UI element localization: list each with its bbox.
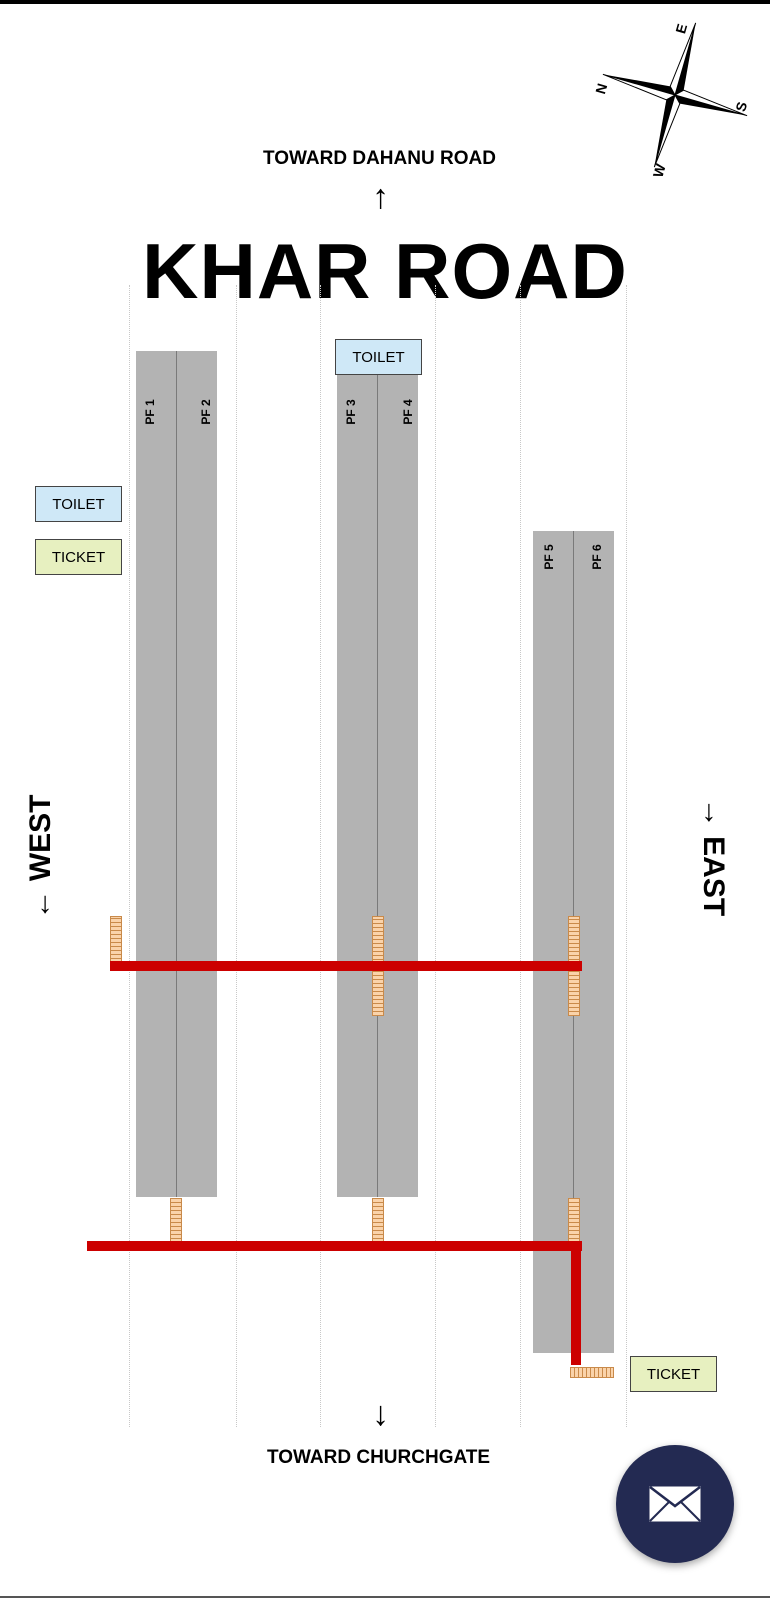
mail-icon [649,1486,701,1522]
track-line [320,285,321,1427]
footbridge-north [110,961,582,971]
left-arrow-icon: ← [24,889,57,920]
staircase [170,1198,182,1243]
north-direction-label: TOWARD DAHANU ROAD [263,148,496,169]
right-arrow-icon: → [697,797,730,828]
platform-divider [377,370,378,1197]
south-direction-label: TOWARD CHURCHGATE [267,1447,491,1468]
staircase [570,1367,614,1378]
track-line [520,285,521,1427]
compass-rose-icon: N E S W [592,22,750,179]
track-line [435,285,436,1427]
west-ticket-box: TICKET [35,539,122,575]
platform-label-4: PF 4 [401,399,415,425]
platform-label-6: PF 6 [590,544,604,570]
track-line [626,285,627,1427]
platform-label-1: PF 1 [143,399,157,425]
east-label: → EAST [696,798,730,916]
platform-label-2: PF 2 [199,399,213,425]
staircase [372,1198,384,1243]
station-title: KHAR ROAD [142,227,628,315]
up-arrow-icon: ↑ [372,178,389,216]
footbridge-south-connector [571,1241,581,1365]
compass-e: E [672,22,690,35]
top-bar [0,0,770,4]
west-label: ← WEST [24,794,58,919]
west-text: WEST [24,794,57,882]
platform-label-5: PF 5 [542,544,556,570]
down-arrow-icon: ↓ [372,1395,389,1433]
compass-s: S [732,100,750,113]
west-toilet-box: TOILET [35,486,122,522]
track-line [129,285,130,1427]
east-ticket-box: TICKET [630,1356,717,1392]
compass-n: N [592,82,610,96]
bottom-divider [0,1596,770,1598]
east-text: EAST [697,836,730,917]
footbridge-south [87,1241,582,1251]
track-line [236,285,237,1427]
compass-w: W [650,161,669,179]
staircase [110,916,122,967]
contact-button[interactable] [616,1445,734,1563]
platform-label-3: PF 3 [344,399,358,425]
platform-divider [176,351,177,1197]
staircase [568,1198,580,1243]
center-toilet-box: TOILET [335,339,422,375]
